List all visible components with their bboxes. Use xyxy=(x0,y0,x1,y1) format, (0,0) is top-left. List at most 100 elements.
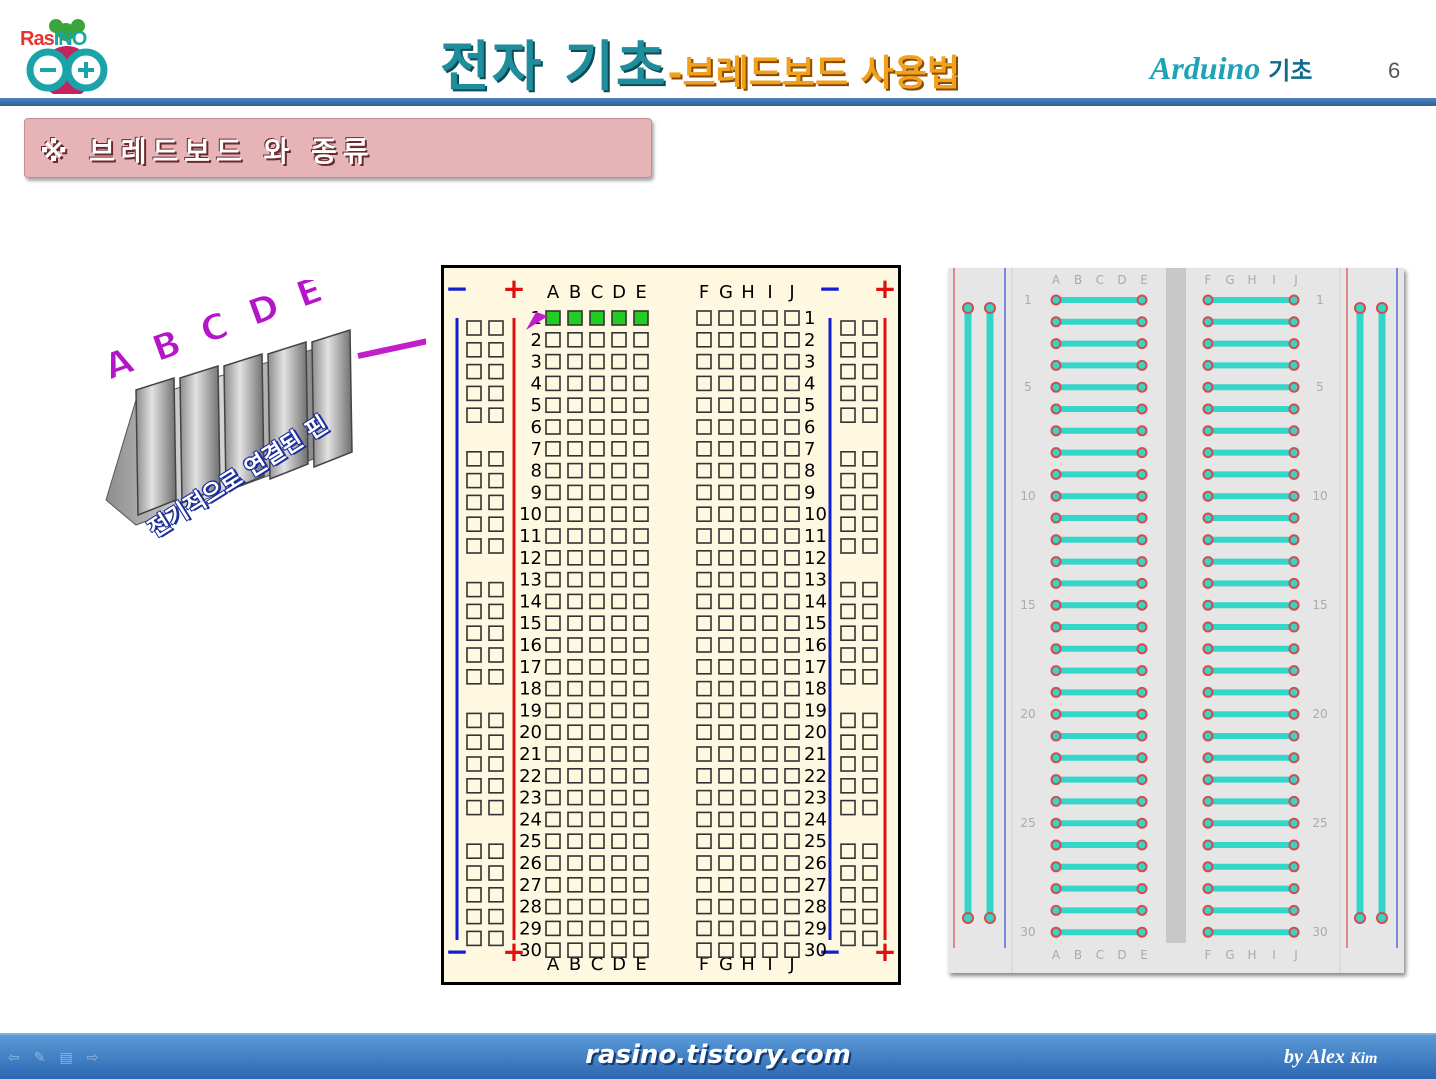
rail-end xyxy=(962,912,974,924)
pen-icon[interactable]: ✎ xyxy=(33,1050,46,1066)
breadboard-hole xyxy=(784,724,800,741)
strip-end xyxy=(1202,665,1214,677)
breadboard-hole xyxy=(762,441,778,457)
breadboard-hole xyxy=(762,615,778,632)
breadboard-hole xyxy=(762,484,778,501)
rail-hole xyxy=(466,908,482,925)
strip-end xyxy=(1202,447,1214,459)
breadboard-hole xyxy=(633,332,649,348)
strip-end xyxy=(1050,359,1062,371)
column-label: D xyxy=(612,954,626,975)
column-label: E xyxy=(635,954,646,975)
strip-end xyxy=(1288,338,1300,350)
row-label: 14 xyxy=(519,591,542,612)
strip-end xyxy=(1288,359,1300,371)
rail-sign: + xyxy=(873,935,896,968)
column-label: C xyxy=(1096,948,1104,962)
breadboard-hole xyxy=(762,375,778,392)
strip-end xyxy=(1288,839,1300,851)
strip-end xyxy=(1202,512,1214,524)
breadboard-hole xyxy=(718,920,734,937)
row-label: 29 xyxy=(519,918,542,939)
breadboard-hole xyxy=(611,942,627,959)
row-label: 13 xyxy=(804,570,827,591)
section-title: ※ 브레드보드 와 종류 xyxy=(40,135,375,168)
strip-end xyxy=(1288,599,1300,611)
breadboard-hole xyxy=(567,615,583,632)
strip-end xyxy=(1202,795,1214,807)
row-label: 3 xyxy=(804,352,815,373)
rail-hole xyxy=(466,777,482,794)
breadboard-hole xyxy=(784,353,800,370)
breadboard-hole xyxy=(567,789,583,806)
row-label: 8 xyxy=(804,461,815,482)
rail-end xyxy=(962,302,974,314)
breadboard-hole xyxy=(545,441,561,457)
breadboard-hole xyxy=(762,876,778,893)
breadboard-hole xyxy=(740,332,756,348)
breadboard-hole xyxy=(784,898,800,915)
rail-hole xyxy=(840,538,856,554)
breadboard-hole xyxy=(567,724,583,741)
breadboard-hole xyxy=(567,332,583,348)
rail-hole xyxy=(466,320,482,336)
breadboard-hole xyxy=(740,441,756,457)
row-label: 10 xyxy=(804,504,827,525)
breadboard-hole xyxy=(633,615,649,632)
breadboard-hole xyxy=(611,528,627,544)
breadboard-hole xyxy=(762,528,778,544)
breadboard-hole xyxy=(696,441,712,457)
breadboard-hole xyxy=(611,419,627,435)
breadboard-hole xyxy=(784,920,800,937)
rail-hole xyxy=(840,494,856,511)
column-label: D xyxy=(1117,948,1126,962)
breadboard-hole xyxy=(545,615,561,632)
prev-arrow-icon[interactable]: ⇦ xyxy=(8,1050,20,1066)
rail-sign: − xyxy=(818,935,841,968)
next-arrow-icon[interactable]: ⇨ xyxy=(86,1050,99,1066)
strip-end xyxy=(1136,468,1148,480)
row-label: 26 xyxy=(804,853,827,874)
breadboard-hole xyxy=(784,615,800,632)
breadboard-hole xyxy=(762,397,778,413)
breadboard-hole xyxy=(545,571,561,588)
strip-end xyxy=(1136,599,1148,611)
strip-end xyxy=(1050,599,1062,611)
strip-end xyxy=(1136,883,1148,895)
breadboard-hole xyxy=(696,855,712,871)
breadboard-diagram: −+−+−+−+AABBCCDDEEFFGGHHIIJJ112233445566… xyxy=(441,265,901,985)
strip-end xyxy=(1288,294,1300,306)
breadboard-hole xyxy=(567,637,583,653)
row-label: 10 xyxy=(519,504,542,525)
strip-end xyxy=(1050,468,1062,480)
row-label: 5 xyxy=(1316,380,1324,394)
column-label: G xyxy=(1225,948,1234,962)
rail-hole xyxy=(488,342,504,358)
row-label: 25 xyxy=(804,831,827,852)
breadboard-hole xyxy=(567,593,583,610)
breadboard-hole xyxy=(784,462,800,479)
row-label: 28 xyxy=(804,897,827,918)
breadboard-hole xyxy=(567,506,583,522)
row-label: 6 xyxy=(531,417,542,438)
breadboard-hole xyxy=(633,920,649,937)
breadboard-hole xyxy=(589,789,605,806)
rail-hole xyxy=(488,930,504,947)
menu-icon[interactable]: ▤ xyxy=(59,1050,73,1066)
breadboard-hole xyxy=(696,833,712,850)
breadboard-hole xyxy=(740,920,756,937)
clip-letter: B xyxy=(147,323,187,371)
row-label: 30 xyxy=(804,940,827,961)
strip-end xyxy=(1202,730,1214,742)
column-label: A xyxy=(547,954,560,975)
row-label: 12 xyxy=(804,548,827,569)
breadboard-hole xyxy=(589,484,605,501)
strip-end xyxy=(1288,403,1300,415)
row-label: 2 xyxy=(531,330,542,351)
rail-hole xyxy=(862,734,878,751)
rail-hole xyxy=(862,385,878,402)
strip-end xyxy=(1136,294,1148,306)
breadboard-hole xyxy=(611,724,627,741)
strip-end xyxy=(1050,316,1062,328)
breadboard-hole xyxy=(696,658,712,675)
